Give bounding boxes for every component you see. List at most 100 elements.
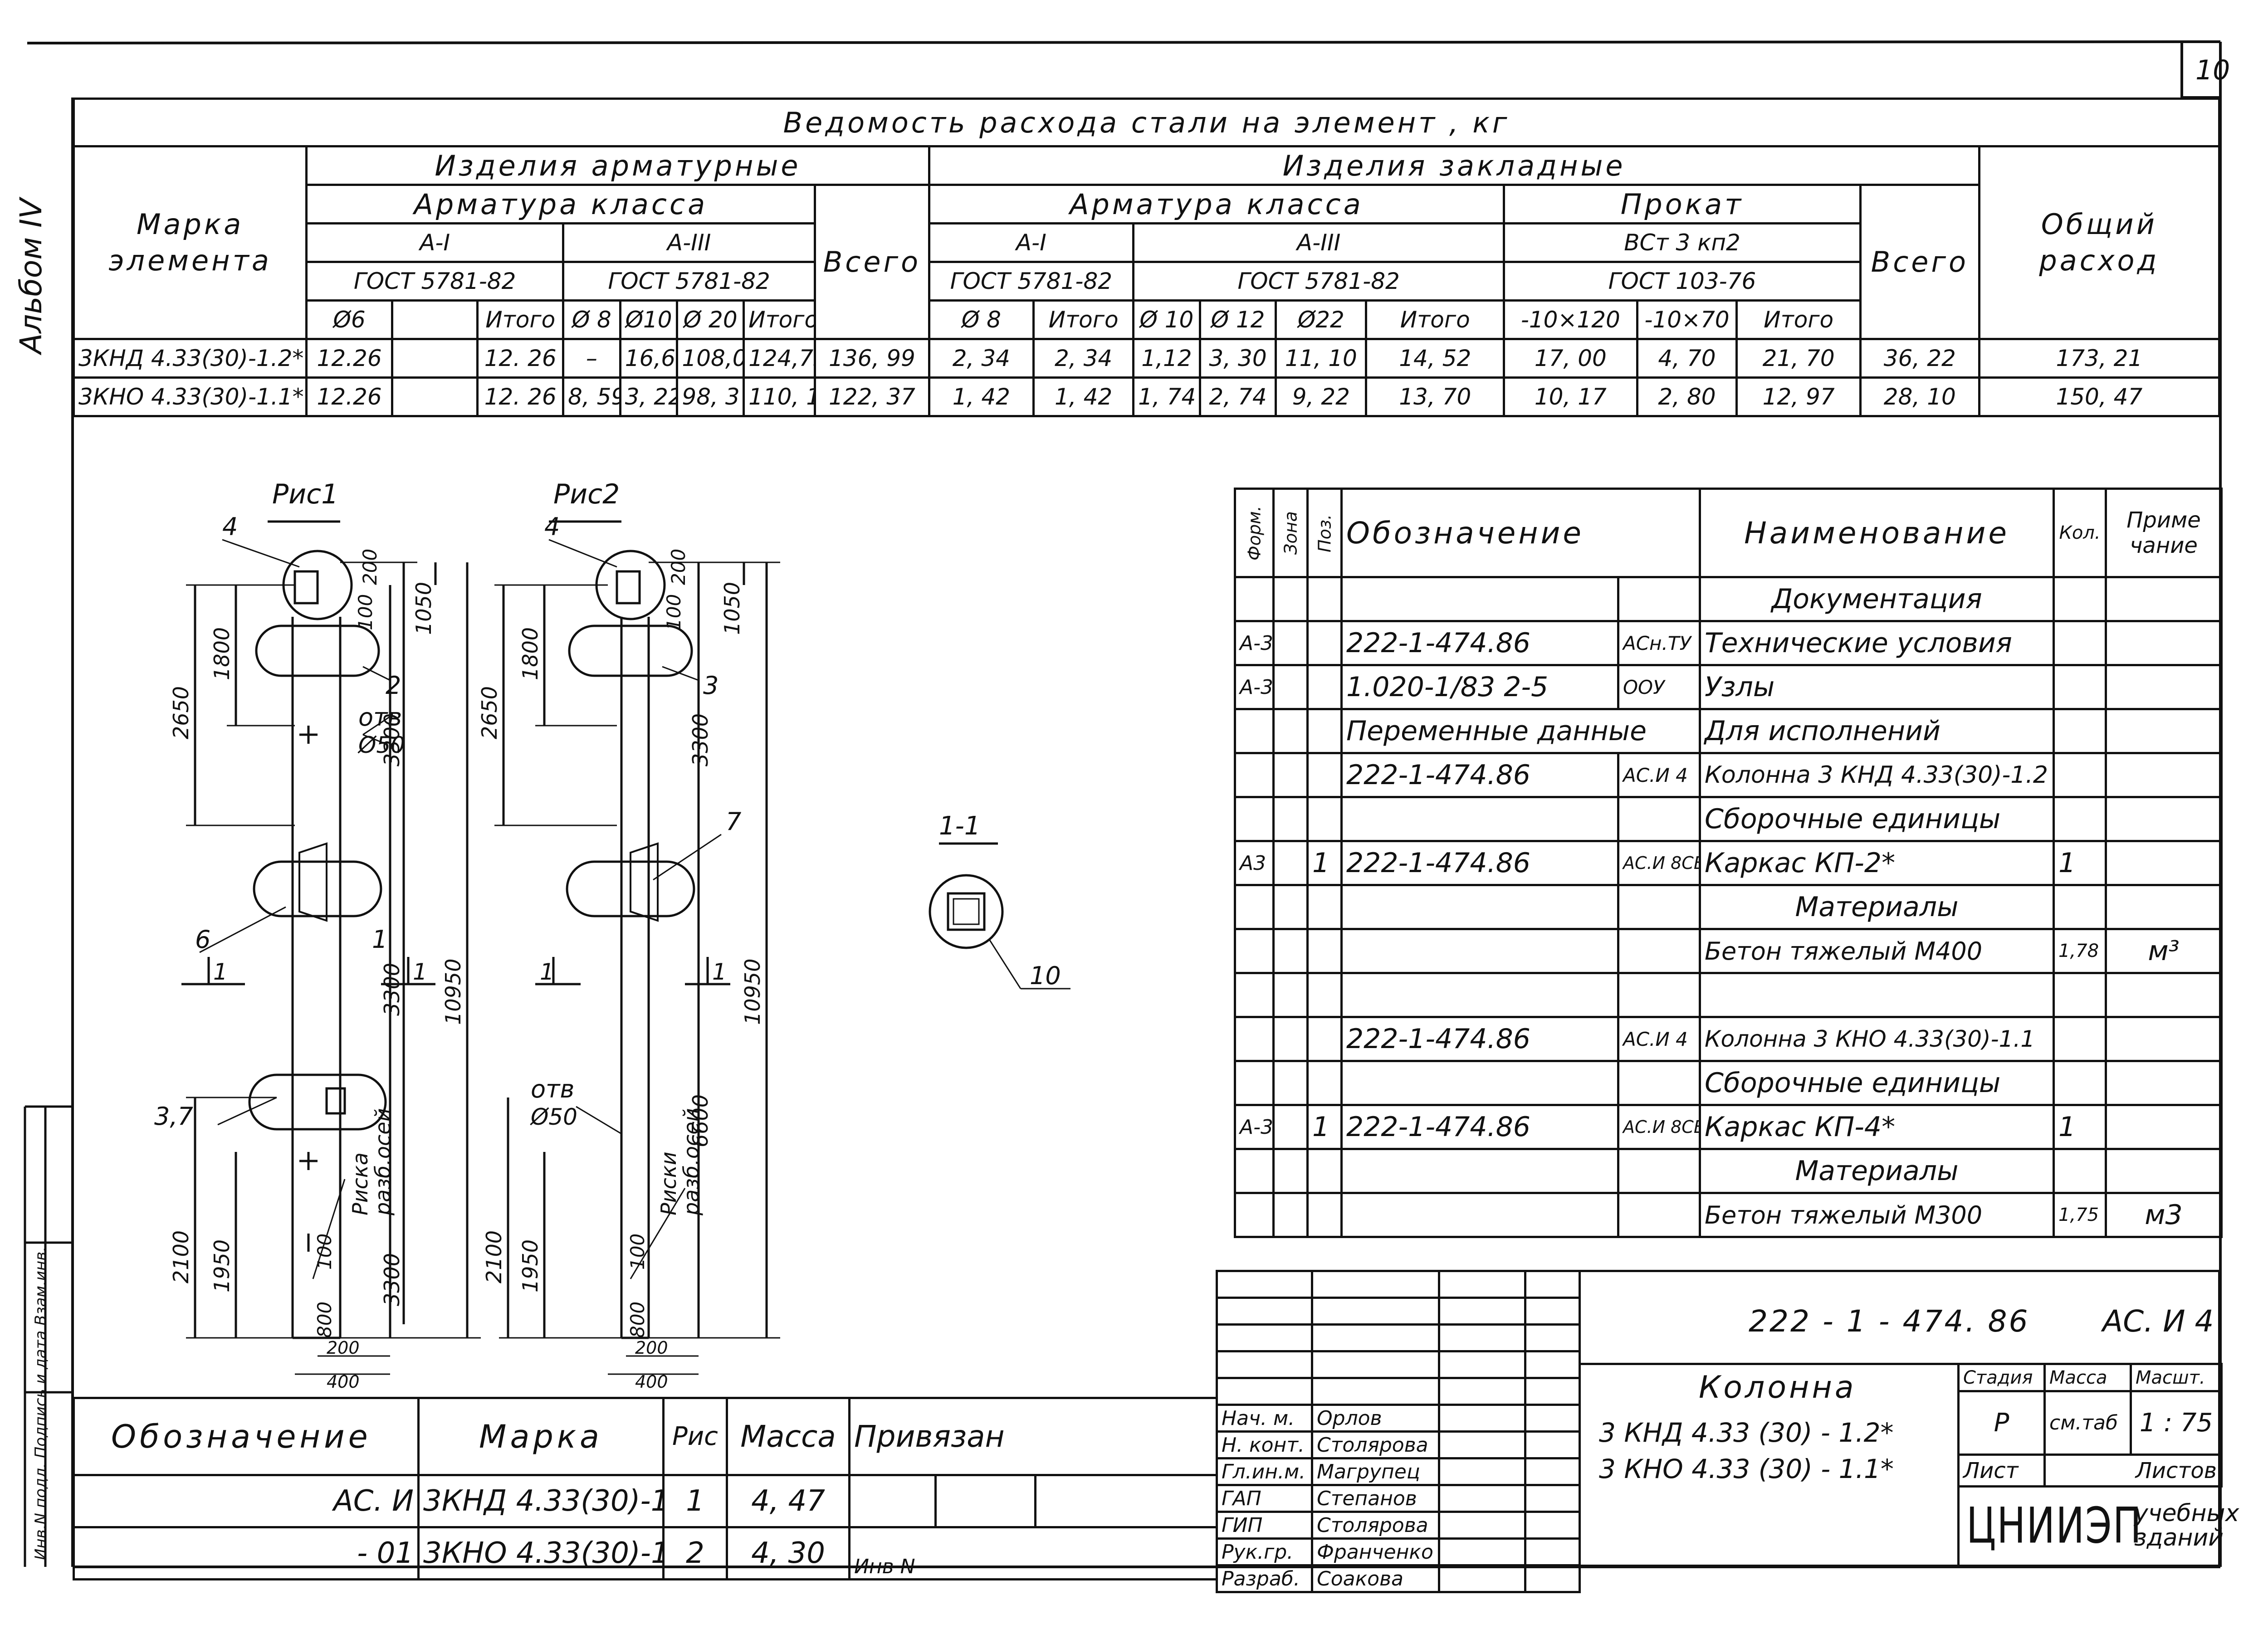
dimension-label: 400	[635, 1372, 668, 1392]
col-header: Ø10	[619, 299, 679, 340]
col-header: Итого	[1735, 299, 1862, 340]
spec-pos	[1306, 576, 1343, 622]
spec-pos: 1	[1306, 1104, 1343, 1150]
specification-table: Форм. Зона Поз. Обозначение Наименование…	[1234, 488, 2223, 1238]
col-header: Итого	[743, 299, 816, 340]
table-cell: 12.26	[305, 376, 393, 417]
spec-format	[1234, 752, 1275, 798]
dimension-label: 400	[327, 1372, 360, 1392]
label-axis-mark: разб.осей	[371, 1108, 395, 1216]
spec-designation	[1340, 928, 1619, 974]
dimension-label: 2650	[169, 686, 193, 739]
spec-format: А3	[1234, 840, 1275, 886]
privyazan-cell	[1034, 1474, 1218, 1528]
spec-designation	[1340, 576, 1619, 622]
spec-designation: 222-1-474.86	[1340, 752, 1619, 798]
spec-qty	[2053, 884, 2107, 930]
dimension-label: 2650	[477, 686, 502, 739]
col-header: Ø6	[305, 299, 393, 340]
privyazan-cell	[848, 1474, 937, 1528]
signature	[1438, 1484, 1526, 1513]
desig-mark: 3КНД 4.33(30)-1.2*	[417, 1474, 665, 1528]
table-row: Документация	[1234, 576, 2223, 622]
spec-header-format: Форм.	[1235, 488, 1274, 577]
staff-name: Магрупец	[1311, 1457, 1440, 1486]
col-header: Итого	[1365, 299, 1505, 340]
table-cell: –	[562, 338, 621, 379]
desig-mass: 4, 30	[726, 1526, 850, 1580]
header-embedded-products: Изделия закладные	[928, 145, 1980, 186]
spec-header-zone: Зона	[1273, 488, 1308, 577]
header-scale: Масшт.	[2130, 1363, 2223, 1392]
table-cell: 2, 80	[1636, 376, 1738, 417]
spec-qty	[2053, 1016, 2107, 1062]
spec-name: Бетон тяжелый М400	[1699, 928, 2055, 974]
spec-format	[1234, 796, 1275, 842]
header-rolled: Прокат	[1503, 184, 1862, 224]
table-cell: 4, 70	[1636, 338, 1738, 379]
spec-code	[1617, 972, 1701, 1018]
label-pos-4: 4	[544, 512, 560, 541]
table-cell: 28, 10	[1859, 376, 1980, 417]
spec-designation	[1340, 1192, 1619, 1238]
col-header: Итого	[476, 299, 564, 340]
spec-note	[2105, 620, 2223, 666]
table-cell: 1, 42	[928, 376, 1035, 417]
signature	[1438, 1511, 1526, 1540]
row-mark: 3КНО 4.33(30)-1.1*	[72, 376, 308, 417]
col-header	[391, 299, 479, 340]
spec-name: Для исполнений	[1699, 708, 2055, 754]
product-mark-1: 3 КНД 4.33 (30) - 1.2*	[1599, 1417, 1894, 1448]
dimension-label: 800	[313, 1302, 336, 1338]
spec-header-note: Приме чание	[2105, 488, 2223, 578]
header-total-embedded: Всего	[1859, 184, 1980, 340]
side-stamp-label: Инв.N подл. Подпись и дата Взам.инв.	[32, 1247, 50, 1560]
spec-pos	[1306, 1192, 1343, 1238]
spec-qty	[2053, 752, 2107, 798]
spec-designation	[1340, 1060, 1619, 1106]
table-row: - 01 3КНО 4.33(30)-1.1* 2 4, 30 Инв N	[73, 1526, 1218, 1580]
spec-code	[1617, 928, 1701, 974]
spec-note	[2105, 1104, 2223, 1150]
header-mass: Масса	[2043, 1363, 2132, 1392]
spec-code	[1617, 576, 1701, 622]
dimension-label: 100	[626, 1234, 649, 1270]
signature	[1438, 1404, 1526, 1433]
dimension-label: 1950	[210, 1239, 234, 1293]
spec-code: АС.И 8СБ	[1617, 1104, 1701, 1150]
spec-qty: 1	[2053, 1104, 2107, 1150]
figure-1	[181, 520, 481, 1375]
label-hole-diameter: Ø50	[530, 1104, 577, 1130]
label-pos-10: 10	[1030, 961, 1061, 990]
spec-code: АС.И 8СБ	[1617, 840, 1701, 886]
spec-format	[1234, 1192, 1275, 1238]
spec-designation: 222-1-474.86	[1340, 840, 1619, 886]
table-cell	[391, 376, 479, 417]
table-cell: 98, 3	[676, 376, 745, 417]
table-row: АС. И 3КНД 4.33(30)-1.2* 1 4, 47	[73, 1474, 1218, 1528]
spec-code: ООУ	[1617, 664, 1701, 710]
header-gost-2: ГОСТ 5781-82	[562, 261, 816, 302]
section-mark: 1	[540, 959, 554, 985]
spec-code	[1617, 796, 1701, 842]
spec-zone	[1272, 1104, 1309, 1150]
spec-header-designation: Обозначение	[1340, 488, 1701, 578]
spec-pos	[1306, 796, 1343, 842]
col-header: Ø 20	[676, 299, 745, 340]
label-axis-mark: Риска	[348, 1152, 372, 1215]
spec-designation: 222-1-474.86	[1340, 1104, 1619, 1150]
spec-pos	[1306, 972, 1343, 1018]
spec-designation	[1340, 972, 1619, 1018]
spec-zone	[1272, 1060, 1309, 1106]
header-gost-3: ГОСТ 5781-82	[928, 261, 1135, 302]
staff-name: Франченко	[1311, 1537, 1440, 1566]
spec-note	[2105, 664, 2223, 710]
spec-designation: 222-1-474.86	[1340, 1016, 1619, 1062]
spec-zone	[1272, 1192, 1309, 1238]
table-cell: 11, 10	[1275, 338, 1368, 379]
product-mark-2: 3 КНО 4.33 (30) - 1.1*	[1599, 1454, 1894, 1484]
spec-note	[2105, 1060, 2223, 1106]
